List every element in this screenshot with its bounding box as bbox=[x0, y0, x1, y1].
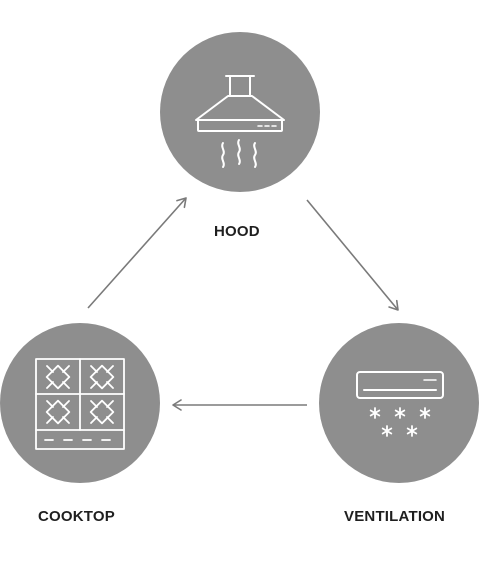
arrow-cooktop-to-hood bbox=[87, 197, 187, 309]
range-hood-icon bbox=[195, 75, 285, 168]
ventilation-label: VENTILATION bbox=[344, 508, 446, 525]
snowflake-icon bbox=[394, 407, 406, 419]
arrow-hood-to-ventilation bbox=[306, 199, 399, 311]
cooktop-label: COOKTOP bbox=[38, 508, 115, 525]
ventilation-circle bbox=[319, 323, 479, 483]
snowflake-icon bbox=[406, 425, 418, 437]
node-ventilation bbox=[319, 323, 479, 483]
hood-circle bbox=[160, 32, 320, 192]
node-hood bbox=[160, 32, 320, 192]
snowflake-icon bbox=[419, 407, 431, 419]
snowflake-icon bbox=[369, 407, 381, 419]
cooktop-icon bbox=[35, 358, 125, 450]
snowflake-icon bbox=[381, 425, 393, 437]
hood-label: HOOD bbox=[214, 223, 260, 240]
node-cooktop bbox=[0, 323, 160, 483]
air-conditioner-icon bbox=[356, 371, 444, 437]
